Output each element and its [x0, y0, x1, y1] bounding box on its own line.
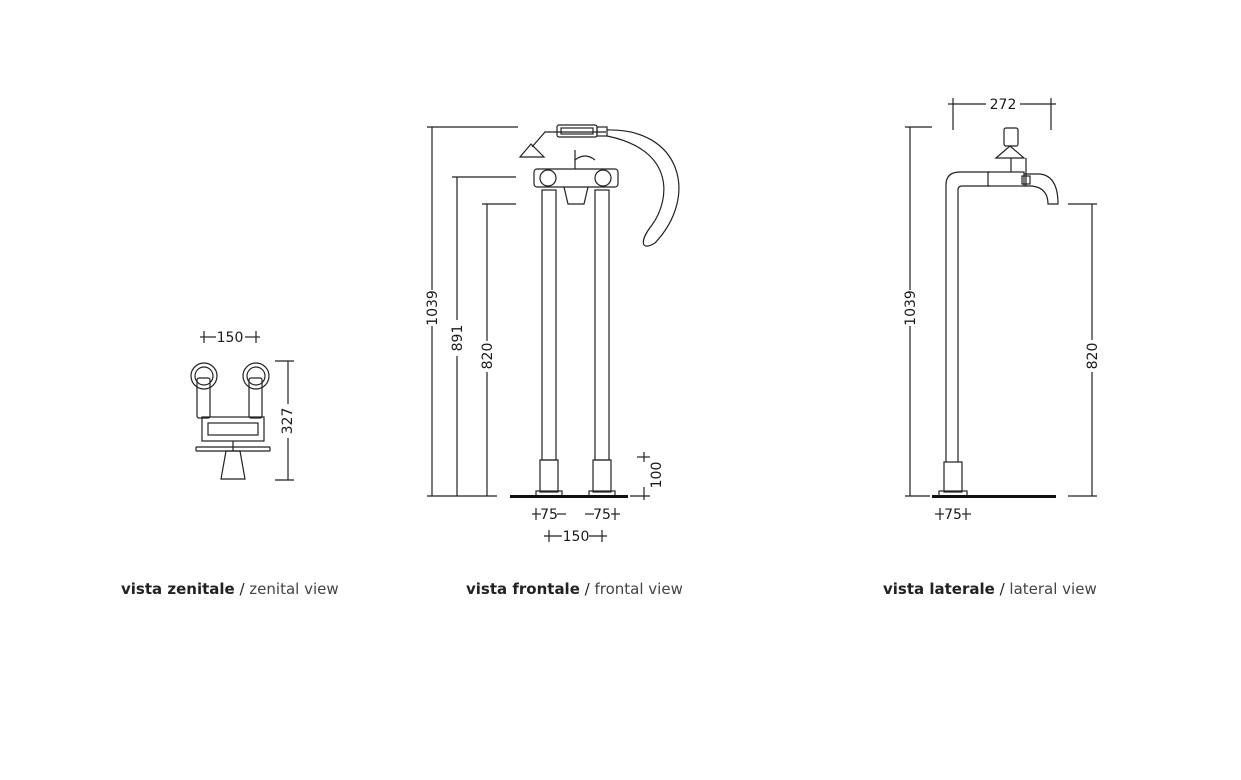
frontal-caption-english: frontal view	[594, 580, 683, 598]
zenital-view-drawing	[190, 331, 294, 481]
zenital-caption-italian: vista zenitale	[121, 580, 235, 598]
zenital-caption-english: zenital view	[249, 580, 339, 598]
lateral-projection-label: 272	[990, 97, 1017, 113]
lateral-caption-english: lateral view	[1009, 580, 1097, 598]
frontal-total-height-label: 1039	[425, 290, 441, 326]
frontal-view-drawing	[427, 124, 680, 500]
frontal-handle-height-label: 891	[450, 325, 466, 352]
frontal-leg-right-label: 75	[593, 507, 611, 523]
lateral-leg-label: 75	[944, 507, 962, 523]
frontal-leg-dimensions	[532, 508, 620, 542]
frontal-spout-height-label: 820	[480, 343, 496, 370]
frontal-caption-italian: vista frontale	[466, 580, 580, 598]
lateral-view-caption: vista laterale / lateral view	[883, 580, 1097, 602]
frontal-view-caption: vista frontale / frontal view	[466, 580, 683, 602]
frontal-leg-left-label: 75	[540, 507, 558, 523]
lateral-spout-height-label: 820	[1085, 343, 1101, 370]
zenital-width-label: 150	[217, 330, 244, 346]
frontal-leg-spacing-label: 150	[563, 529, 590, 545]
lateral-caption-italian: vista laterale	[883, 580, 995, 598]
lateral-floor-line	[932, 495, 1056, 498]
lateral-caption-separator: /	[994, 580, 1010, 598]
frontal-floor-line	[510, 495, 628, 498]
frontal-caption-separator: /	[579, 580, 595, 598]
lateral-total-height-label: 1039	[903, 290, 919, 326]
zenital-depth-label: 327	[280, 408, 296, 435]
zenital-caption-separator: /	[234, 580, 250, 598]
zenital-view-caption: vista zenitale / zenital view	[121, 580, 339, 602]
frontal-base-height-label: 100	[649, 462, 665, 489]
lateral-view-drawing	[905, 98, 1097, 497]
lateral-leg-dimension	[935, 508, 971, 520]
